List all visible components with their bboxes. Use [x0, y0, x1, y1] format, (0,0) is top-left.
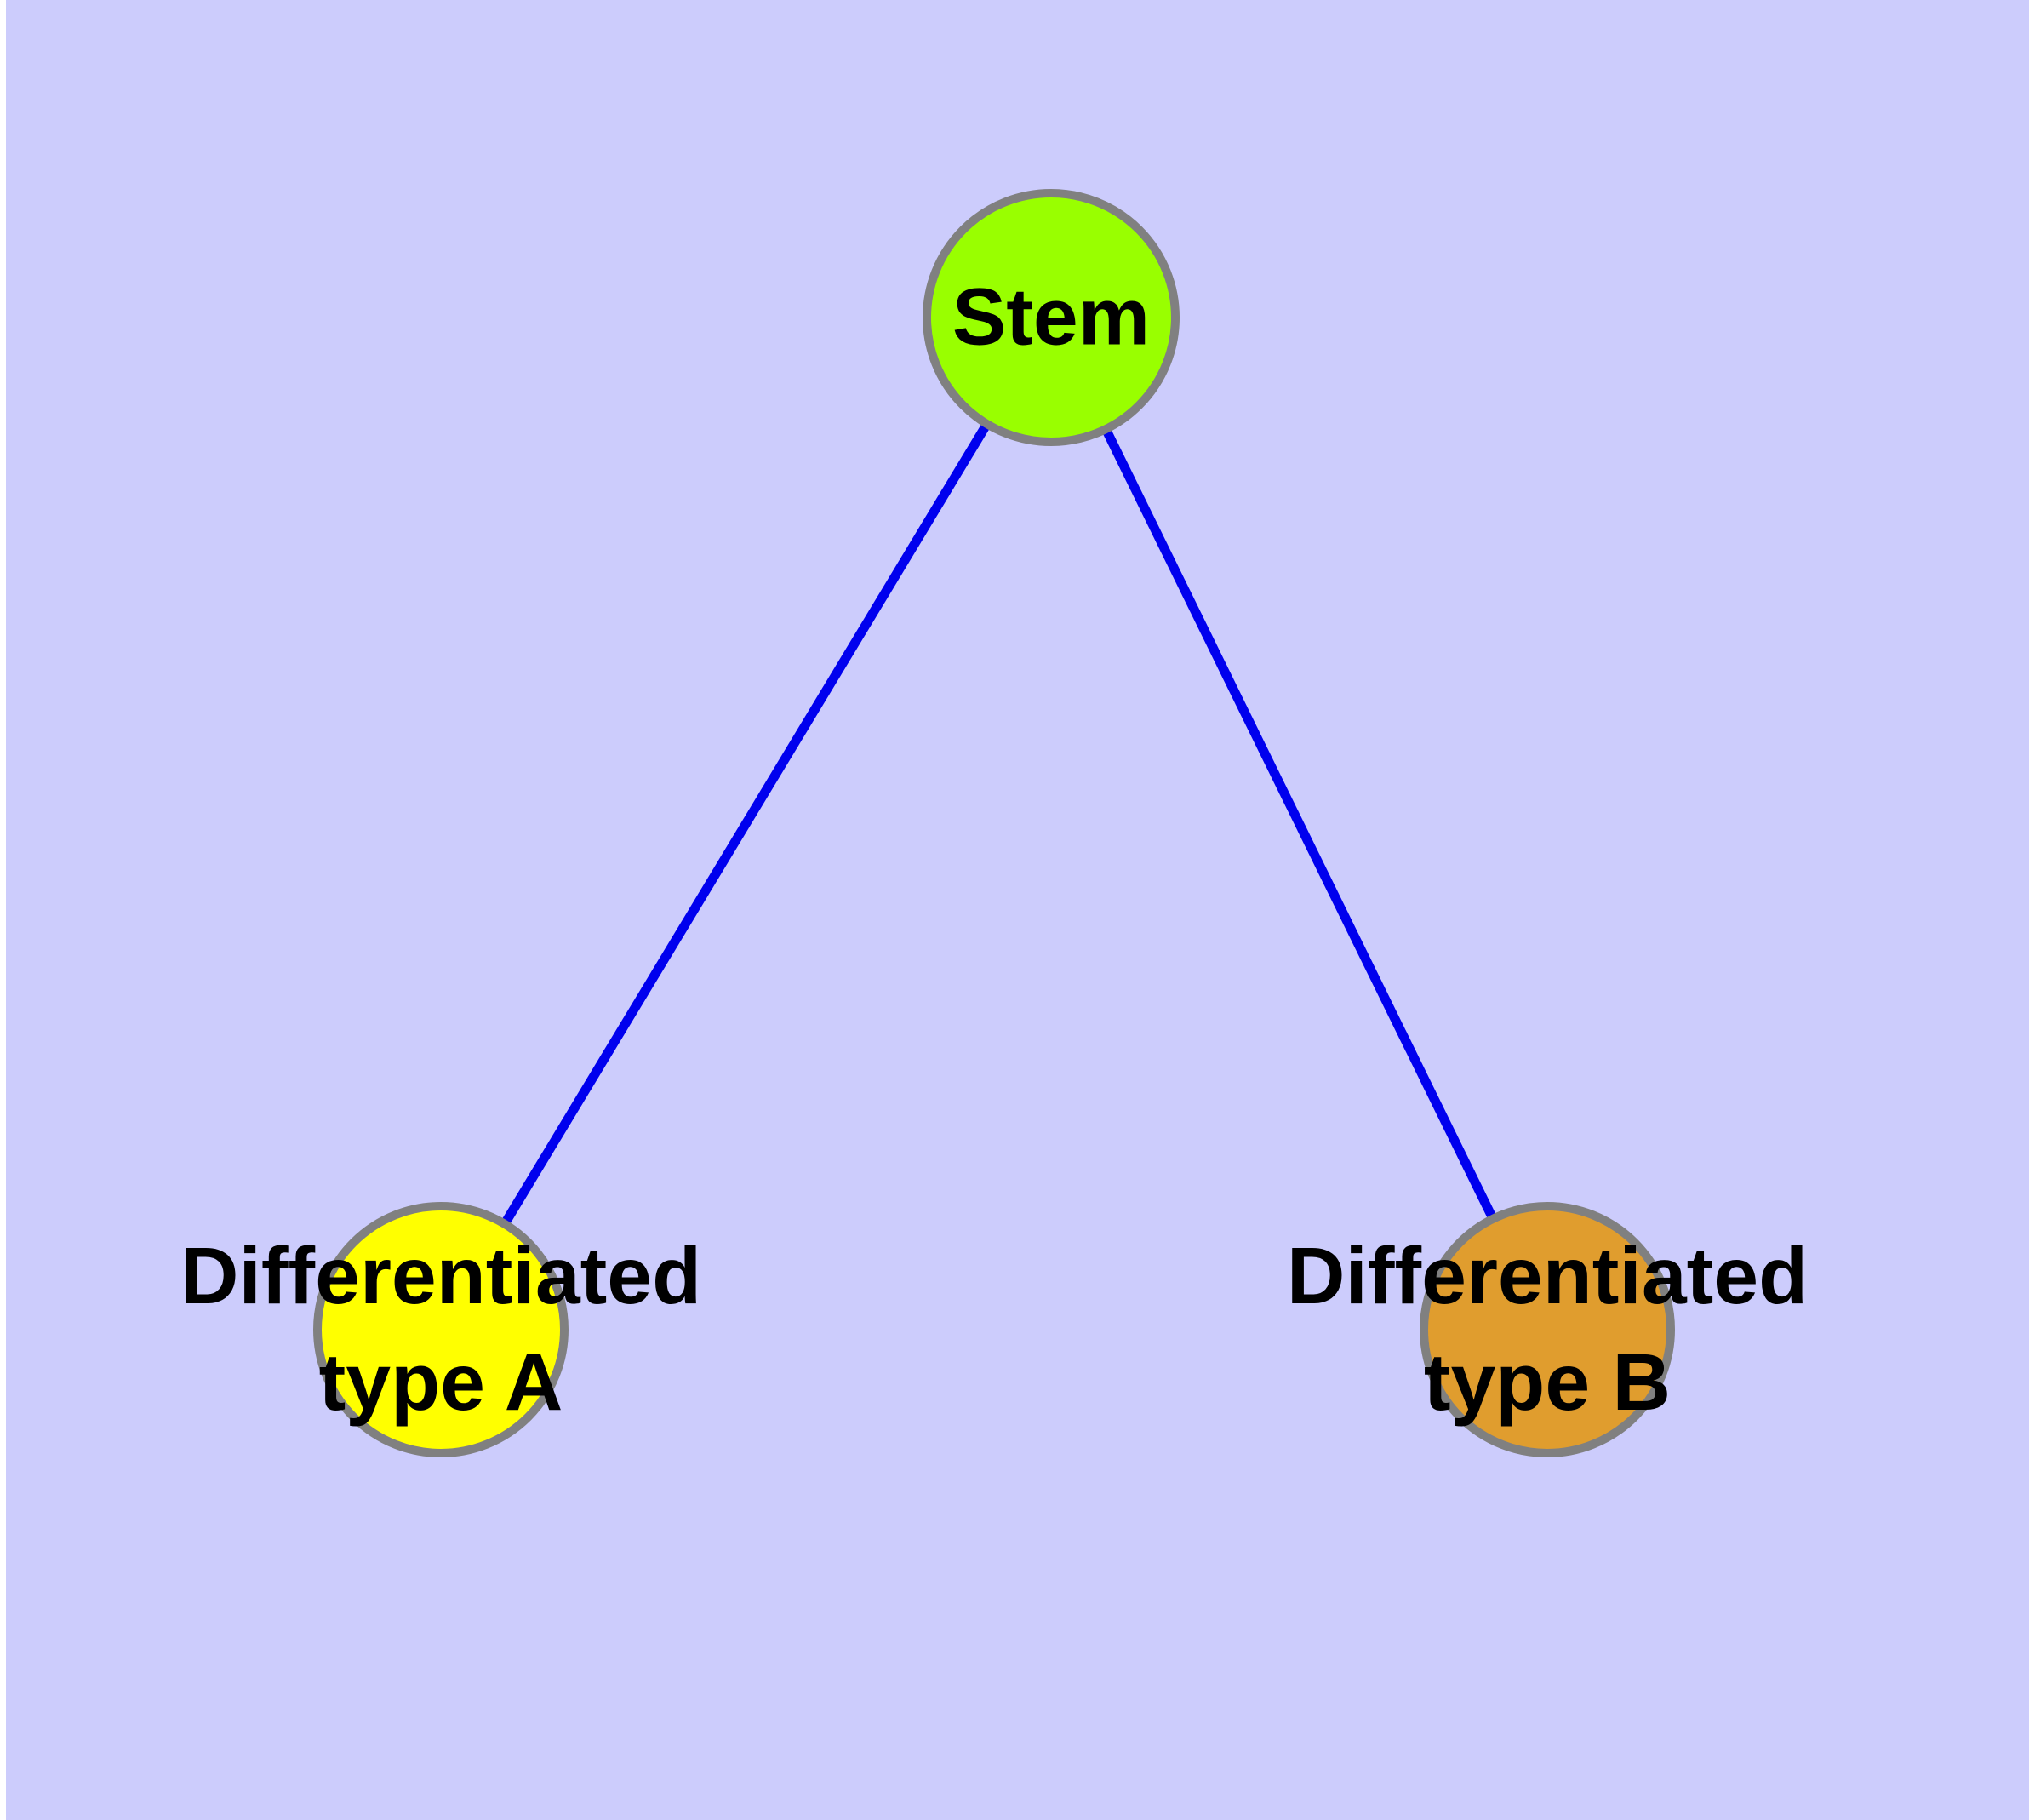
edge-stem-to-differentiated-type-b[interactable] — [1102, 428, 1497, 1220]
node-differentiated-type-b[interactable] — [1420, 1202, 1675, 1457]
edge-stem-to-differentiated-type-a[interactable] — [501, 422, 991, 1225]
node-differentiated-type-a[interactable] — [313, 1202, 569, 1457]
edge-layer — [501, 422, 1497, 1225]
node-layer — [313, 189, 1675, 1457]
node-stem[interactable] — [923, 189, 1180, 446]
